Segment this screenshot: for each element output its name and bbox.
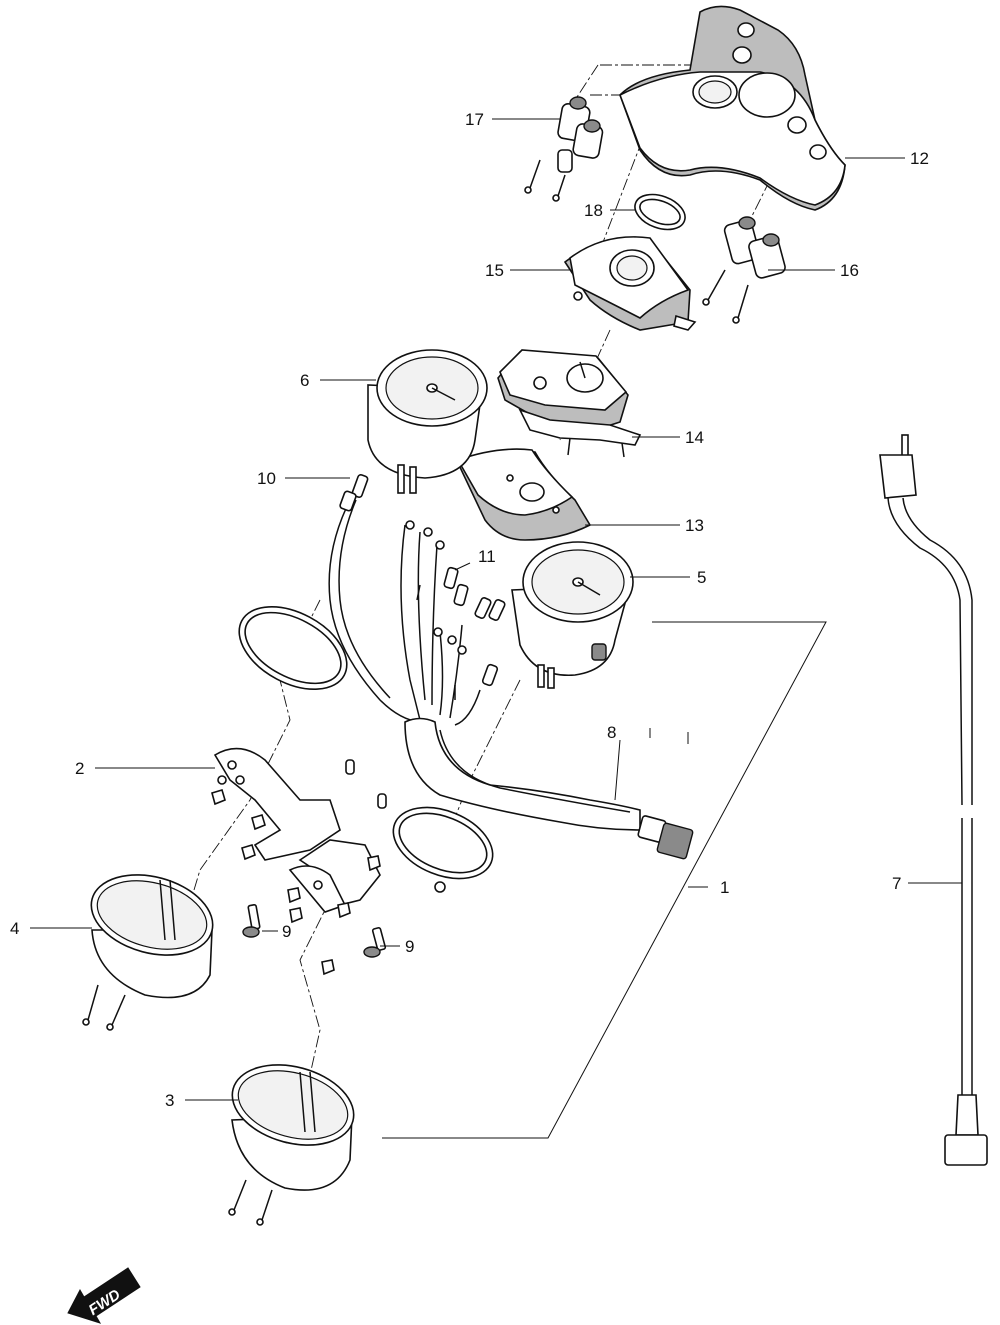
part-16-bulb-sockets <box>702 216 786 324</box>
callout-9-right: 9 <box>405 937 414 956</box>
callout-4: 4 <box>10 919 19 938</box>
fwd-arrow-icon <box>67 1267 141 1324</box>
callout-17: 17 <box>465 110 484 129</box>
part-7-meter-cable <box>879 434 988 1166</box>
callout-16: 16 <box>840 261 859 280</box>
part-12-meter-cover <box>618 5 846 211</box>
callout-9-left: 9 <box>282 922 291 941</box>
part-3-gauge-cup <box>228 1064 355 1226</box>
callout-15: 15 <box>485 261 504 280</box>
callout-11: 11 <box>478 547 496 566</box>
callout-8: 8 <box>607 723 616 742</box>
callout-6: 6 <box>300 371 309 390</box>
part-8-wire-harness <box>328 473 694 860</box>
fwd-direction-badge: FWD <box>67 1267 141 1324</box>
callout-labels: 1 2 3 4 5 6 7 8 9 9 10 11 12 13 14 15 16… <box>10 110 929 1110</box>
part-13-mounting-plate <box>456 448 592 541</box>
callout-5: 5 <box>697 568 706 587</box>
callout-14: 14 <box>685 428 704 447</box>
part-2-mounting-bracket <box>211 747 387 976</box>
callout-12: 12 <box>910 149 929 168</box>
callout-10: 10 <box>257 469 276 488</box>
part-4-gauge-cup <box>82 874 214 1031</box>
part-15-bracket <box>563 236 697 331</box>
callout-3: 3 <box>165 1091 174 1110</box>
callout-7: 7 <box>892 874 901 893</box>
callout-2: 2 <box>75 759 84 778</box>
lens-gasket-rings <box>238 606 494 893</box>
part-5-gauge <box>511 541 634 689</box>
part-17-bulb-sockets <box>524 96 604 202</box>
part-9-bolts <box>242 904 387 958</box>
callout-18: 18 <box>584 201 603 220</box>
part-14-indicator-panel <box>497 349 642 458</box>
part-6-gauge <box>367 349 488 494</box>
callout-13: 13 <box>685 516 704 535</box>
part-18-o-ring <box>634 193 686 231</box>
leader-lines <box>30 118 962 1139</box>
callout-1: 1 <box>720 878 729 897</box>
